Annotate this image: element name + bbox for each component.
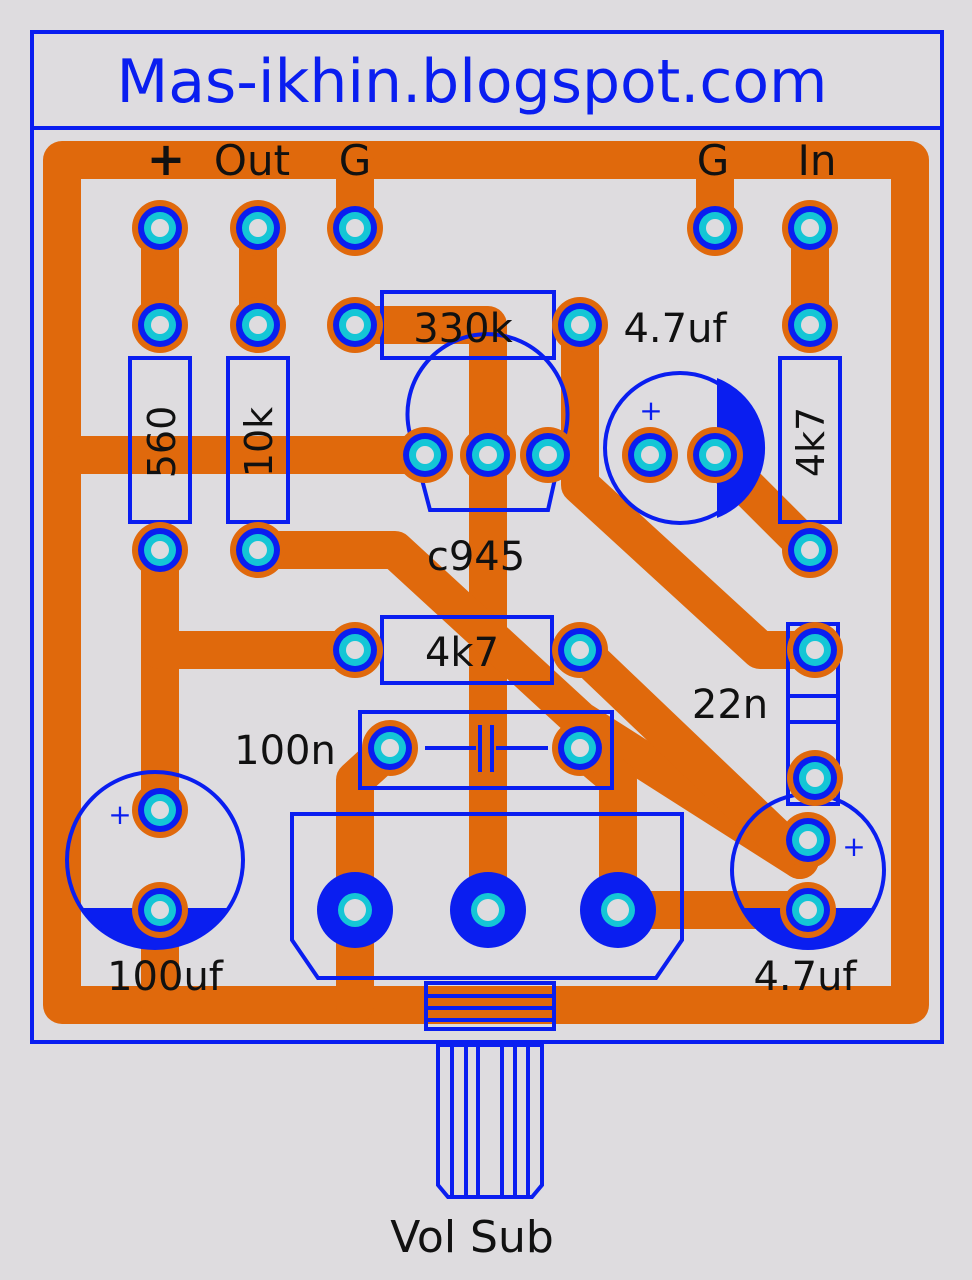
board-outline: [30, 30, 944, 1044]
pot-knob-outline: [436, 1043, 544, 1199]
pad-hole: [249, 316, 267, 334]
blog-title: Mas-ikhin.blogspot.com: [116, 47, 827, 117]
pad-hole: [346, 219, 364, 237]
pot-outline: [290, 812, 684, 980]
pads: [132, 200, 843, 948]
pot-pad-hole: [607, 899, 629, 921]
r330k-label: 330k: [413, 306, 513, 352]
pad-hole: [806, 641, 824, 659]
pad-hole: [346, 641, 364, 659]
pad-hole: [479, 446, 497, 464]
pad-hole: [706, 446, 724, 464]
r4k7-right-label: 4k7: [789, 407, 833, 477]
ground-ring-trace: [43, 141, 929, 1024]
pad-hole: [151, 801, 169, 819]
pot-pad-hole: [477, 899, 499, 921]
pad-hole: [801, 219, 819, 237]
r560-label: 560: [140, 406, 184, 479]
trace-collector: [336, 306, 507, 929]
cap-22n-label: 22n: [692, 682, 768, 728]
pad-hole: [539, 446, 557, 464]
pot-label: Vol Sub: [390, 1212, 554, 1263]
pad-hole: [571, 316, 589, 334]
cap-100uf-outline: [65, 770, 245, 950]
polarity-plus-top: +: [639, 394, 662, 427]
plus-label: +: [147, 132, 186, 186]
pad-hole: [346, 316, 364, 334]
cap-4u7-bottom-label: 4.7uf: [753, 954, 857, 1000]
pad-hole: [801, 541, 819, 559]
r4k7-mid-label: 4k7: [425, 630, 499, 676]
pad-hole: [416, 446, 434, 464]
polarity-plus-100uf: +: [108, 798, 131, 831]
trace-diag: [239, 531, 819, 879]
pad-hole: [706, 219, 724, 237]
pad-hole: [799, 901, 817, 919]
pad-hole: [249, 219, 267, 237]
gnd-left-label: G: [339, 136, 372, 185]
pad-hole: [641, 446, 659, 464]
cap-100uf-label: 100uf: [107, 954, 224, 1000]
pad-hole: [799, 831, 817, 849]
trace-4k7-right: [561, 631, 819, 879]
pad-hole: [801, 316, 819, 334]
pad-hole: [151, 316, 169, 334]
pad-hole: [151, 219, 169, 237]
pad-hole: [249, 541, 267, 559]
pad-hole: [571, 641, 589, 659]
pot-pad-hole: [344, 899, 366, 921]
pad-hole: [571, 739, 589, 757]
pad-hole: [151, 541, 169, 559]
cap-100n-label: 100n: [234, 728, 336, 774]
transistor-outline: [405, 332, 570, 512]
transistor-label: c945: [427, 534, 525, 580]
in-label: In: [797, 136, 836, 185]
r10k-label: 10k: [237, 407, 281, 477]
out-label: Out: [214, 136, 290, 185]
cap-100n-outline: [358, 710, 614, 790]
polarity-plus-bottom: +: [842, 830, 865, 863]
pad-hole: [151, 901, 169, 919]
cap-4u7-top-label: 4.7uf: [623, 306, 727, 352]
pad-hole: [806, 769, 824, 787]
pad-hole: [381, 739, 399, 757]
gnd-right-label: G: [697, 136, 730, 185]
